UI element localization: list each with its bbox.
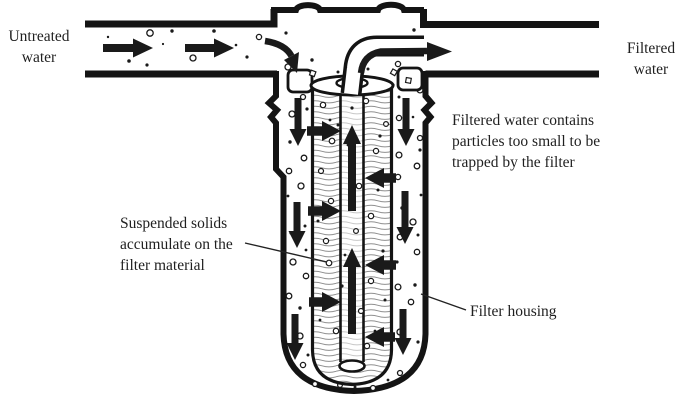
leader-line-housing <box>420 293 467 311</box>
label-filtered-water: Filtered water <box>626 40 676 78</box>
flow-arrows-annulus-down <box>286 98 415 360</box>
elbow-outlet-tube <box>340 35 437 96</box>
flow-arrows-inlet <box>103 38 234 58</box>
flow-arrow-elbow-out <box>357 42 452 74</box>
center-tube <box>339 90 365 362</box>
inlet-pipe <box>85 9 278 78</box>
particles-annulus-right <box>394 95 424 344</box>
center-tube-bottom <box>338 359 366 373</box>
center-tube-core <box>340 90 364 362</box>
particles-inlet <box>106 29 263 67</box>
label-suspended-note: Suspended solids accumulate on the filte… <box>120 215 233 274</box>
cap-debris <box>308 67 413 84</box>
flow-arrows-inward <box>307 121 396 347</box>
leader-line-suspended <box>244 242 328 263</box>
filter-housing-outline <box>264 71 436 395</box>
flow-arrow-junction-down <box>264 37 299 73</box>
label-untreated-water: Untreated water <box>8 28 70 66</box>
filter-cartridge <box>308 67 413 387</box>
outlet-pipe <box>420 9 599 78</box>
flow-arrows-core-up <box>343 125 361 334</box>
leader-lines <box>244 242 467 311</box>
junction-head <box>271 1 424 13</box>
label-filtered-note: Filtered water contains particles too sm… <box>452 112 601 171</box>
label-filter-housing: Filter housing <box>470 303 557 320</box>
